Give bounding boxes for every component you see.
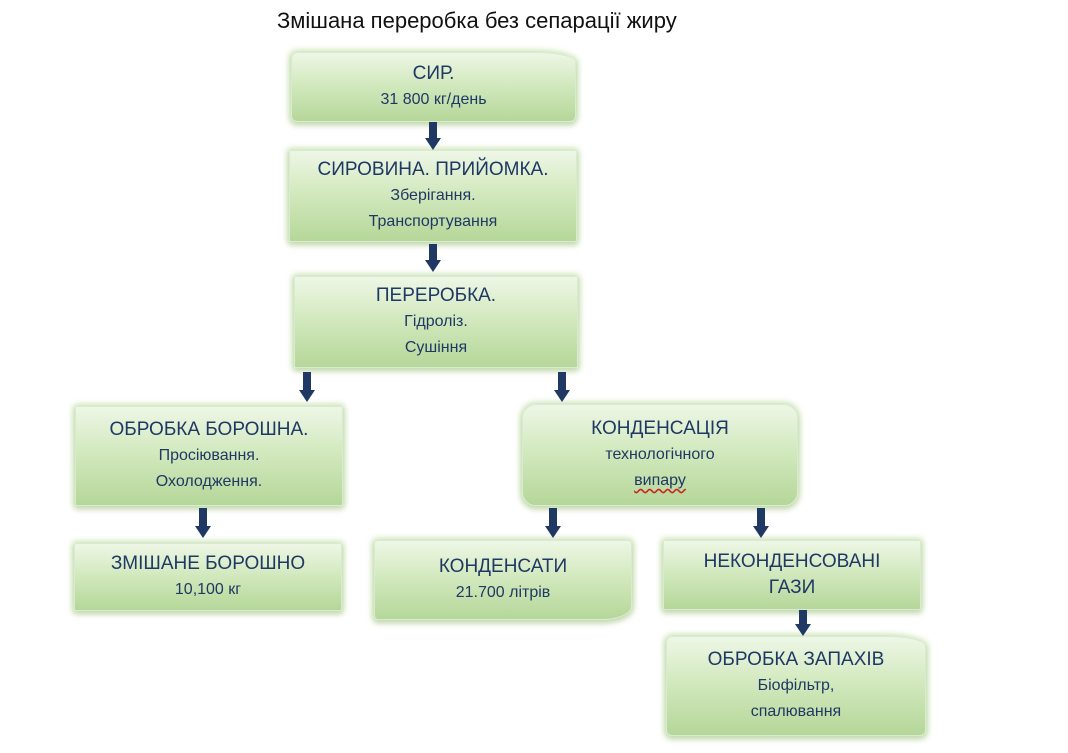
node-condensation-heading: КОНДЕНСАЦІЯ: [591, 418, 729, 439]
node-flour-processing-line1: Просіювання.: [158, 447, 260, 464]
node-odor-treatment: ОБРОБКА ЗАПАХІВ Біофільтр, спалювання: [666, 636, 926, 736]
node-cheese: СИР. 31 800 кг/день: [291, 52, 576, 122]
node-raw-intake-line1: Зберігання.: [390, 187, 476, 204]
arrow-gases-to-odor-treatment: [795, 610, 811, 636]
node-processing-line2: Сушіння: [404, 339, 468, 356]
node-raw-intake-heading: СИРОВИНА. ПРИЙОМКА.: [317, 159, 549, 180]
arrow-condensation-to-gases: [753, 508, 769, 538]
node-cheese-line1: 31 800 кг/день: [380, 91, 487, 108]
node-condensates: КОНДЕНСАТИ 21.700 літрів: [374, 540, 632, 620]
arrow-processing-to-condensation: [554, 372, 570, 402]
node-odor-treatment-line1: Біофільтр,: [757, 677, 835, 694]
diagram-title: Змішана переробка без сепарації жиру: [277, 8, 677, 33]
node-condensates-heading: КОНДЕНСАТИ: [438, 556, 568, 577]
node-mixed-flour-heading: ЗМІШАНЕ БОРОШНО: [110, 553, 306, 574]
node-condensation-line1: технологічного: [605, 446, 715, 463]
node-condensation-line2-text: випару: [634, 472, 686, 489]
node-non-condensed-gases-heading: НЕКОНДЕНСОВАНІ: [703, 551, 881, 572]
node-processing-heading: ПЕРЕРОБКА.: [375, 285, 497, 306]
node-condensation-line2: випару: [634, 468, 686, 494]
node-processing: ПЕРЕРОБКА. Гідроліз. Сушіння: [294, 276, 578, 368]
arrow-condensation-to-condensates: [545, 508, 561, 538]
node-condensation: КОНДЕНСАЦІЯ технологічного випару: [522, 404, 798, 506]
node-condensates-line1: 21.700 літрів: [455, 584, 551, 601]
node-flour-processing-line2: Охолодження.: [155, 473, 263, 490]
node-non-condensed-gases: НЕКОНДЕНСОВАНІ ГАЗИ: [663, 540, 921, 610]
node-flour-processing: ОБРОБКА БОРОШНА. Просіювання. Охолодженн…: [75, 406, 343, 506]
node-processing-line1: Гідроліз.: [404, 313, 468, 330]
node-odor-treatment-heading: ОБРОБКА ЗАПАХІВ: [707, 649, 885, 670]
arrow-raw-to-processing: [425, 244, 441, 272]
node-raw-intake: СИРОВИНА. ПРИЙОМКА. Зберігання. Транспор…: [289, 150, 577, 242]
arrow-flour-to-mixed-flour: [195, 508, 211, 538]
node-mixed-flour-line1: 10,100 кг: [174, 581, 242, 598]
node-non-condensed-gases-line1: ГАЗИ: [768, 577, 816, 598]
node-mixed-flour: ЗМІШАНЕ БОРОШНО 10,100 кг: [74, 543, 342, 611]
node-flour-processing-heading: ОБРОБКА БОРОШНА.: [109, 419, 309, 440]
arrow-processing-to-flour: [299, 372, 315, 402]
arrow-cheese-to-raw: [425, 122, 441, 150]
node-cheese-heading: СИР.: [412, 63, 455, 84]
node-odor-treatment-line2: спалювання: [750, 703, 842, 720]
node-raw-intake-line2: Транспортування: [368, 213, 498, 230]
